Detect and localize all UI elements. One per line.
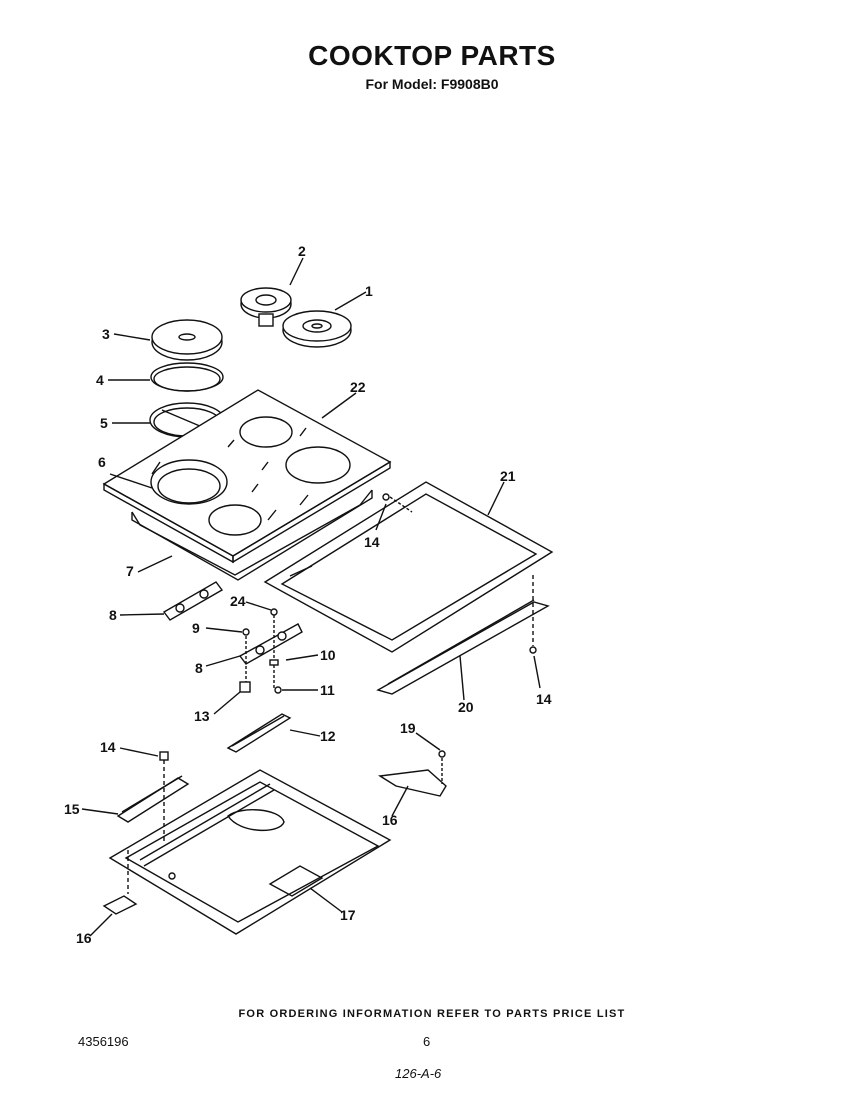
callout-9: 9 — [192, 620, 200, 636]
callout-12: 12 — [320, 728, 336, 744]
burner-box — [131, 489, 373, 581]
element-bracket — [162, 581, 224, 621]
page-number: 6 — [423, 1034, 431, 1049]
callout-10: 10 — [320, 647, 336, 663]
callout-15: 15 — [64, 801, 80, 817]
callout-14b: 14 — [536, 691, 552, 707]
trim-ring — [150, 362, 224, 392]
callout-11: 11 — [320, 682, 335, 698]
callout-7: 7 — [126, 563, 134, 579]
bottom-pan — [108, 769, 392, 935]
callout-19: 19 — [400, 720, 416, 736]
surface-element-small — [240, 287, 292, 327]
callout-8b: 8 — [195, 660, 203, 676]
document-number: 4356196 — [78, 1034, 129, 1049]
callout-22: 22 — [350, 379, 366, 395]
mounting-clip — [102, 895, 138, 915]
screw — [159, 751, 169, 842]
callout-17: 17 — [340, 907, 356, 923]
callout-5: 5 — [100, 415, 108, 431]
rear-bracket — [116, 775, 190, 823]
callout-24: 24 — [230, 593, 246, 609]
callout-8a: 8 — [109, 607, 117, 623]
ordering-note: FOR ORDERING INFORMATION REFER TO PARTS … — [238, 1008, 626, 1020]
mounting-clip — [377, 769, 447, 797]
callout-16a: 16 — [76, 930, 92, 946]
handwritten-code: 126-A-6 — [395, 1066, 442, 1081]
callout-20: 20 — [458, 699, 474, 715]
callout-14a: 14 — [364, 534, 380, 550]
callout-2: 2 — [298, 243, 306, 259]
callout-4: 4 — [96, 372, 104, 388]
channel — [226, 713, 292, 753]
drip-bowl — [151, 319, 223, 361]
element-bracket — [238, 623, 303, 665]
cooktop-glass-top — [102, 389, 392, 564]
page-title: COOKTOP PARTS — [308, 40, 556, 71]
surface-element-large — [282, 310, 352, 348]
callout-3: 3 — [102, 326, 110, 342]
side-trim — [376, 599, 550, 695]
screw — [529, 575, 537, 654]
callout-21: 21 — [500, 468, 516, 484]
callout-6: 6 — [98, 454, 106, 470]
screw — [382, 493, 413, 513]
callout-1: 1 — [365, 283, 373, 299]
callout-13: 13 — [194, 708, 210, 724]
callout-14c: 14 — [100, 739, 116, 755]
callout-16b: 16 — [382, 812, 398, 828]
model-subtitle: For Model: F9908B0 — [365, 76, 499, 92]
